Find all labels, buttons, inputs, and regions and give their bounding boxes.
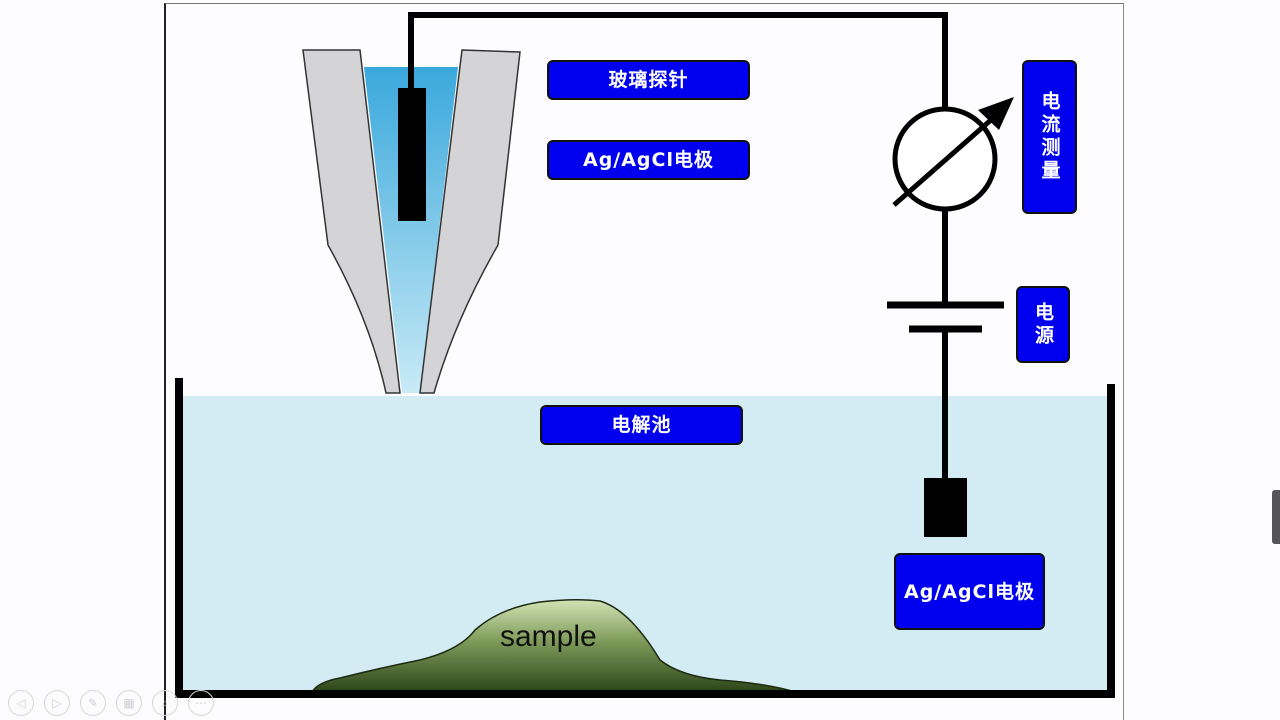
slides-overview-button[interactable]: ▦ (116, 690, 142, 716)
ellipsis-icon: ⋯ (195, 696, 207, 710)
previous-icon: ◁ (16, 696, 26, 710)
electrolytic-cell-label: 电解池 (540, 405, 743, 445)
zoom-button[interactable]: ⌕ (152, 690, 178, 716)
sample-label: sample (500, 620, 597, 653)
reference-electrode (924, 478, 967, 537)
probe-glass-right (419, 49, 521, 394)
pen-icon: ✎ (87, 696, 99, 710)
grid-icon: ▦ (123, 696, 135, 710)
electrolytic-cell-container (175, 378, 1115, 698)
reference-electrode-label: Ag/AgCl电极 (894, 553, 1045, 630)
previous-slide-button[interactable]: ◁ (8, 690, 34, 716)
ammeter-arrow-head (978, 97, 1014, 130)
probe-electrode-label: Ag/AgCl电极 (547, 140, 750, 180)
current-measurement-label: 电流测量 (1022, 60, 1077, 214)
probe-electrolyte (364, 67, 458, 393)
ammeter-arrow-shaft (892, 110, 1002, 207)
next-icon: ▷ (52, 696, 62, 710)
glass-probe-label: 玻璃探针 (547, 60, 750, 100)
probe-electrode (398, 88, 426, 221)
scrollbar-handle[interactable] (1272, 490, 1280, 544)
more-options-button[interactable]: ⋯ (188, 690, 214, 716)
probe-glass-left (302, 49, 401, 394)
magnifier-icon: ⌕ (161, 695, 169, 710)
circuit-wire-top (408, 12, 948, 112)
power-source-label: 电源 (1016, 286, 1070, 363)
next-slide-button[interactable]: ▷ (44, 690, 70, 716)
pen-button[interactable]: ✎ (80, 690, 106, 716)
sample-mound (310, 598, 796, 693)
